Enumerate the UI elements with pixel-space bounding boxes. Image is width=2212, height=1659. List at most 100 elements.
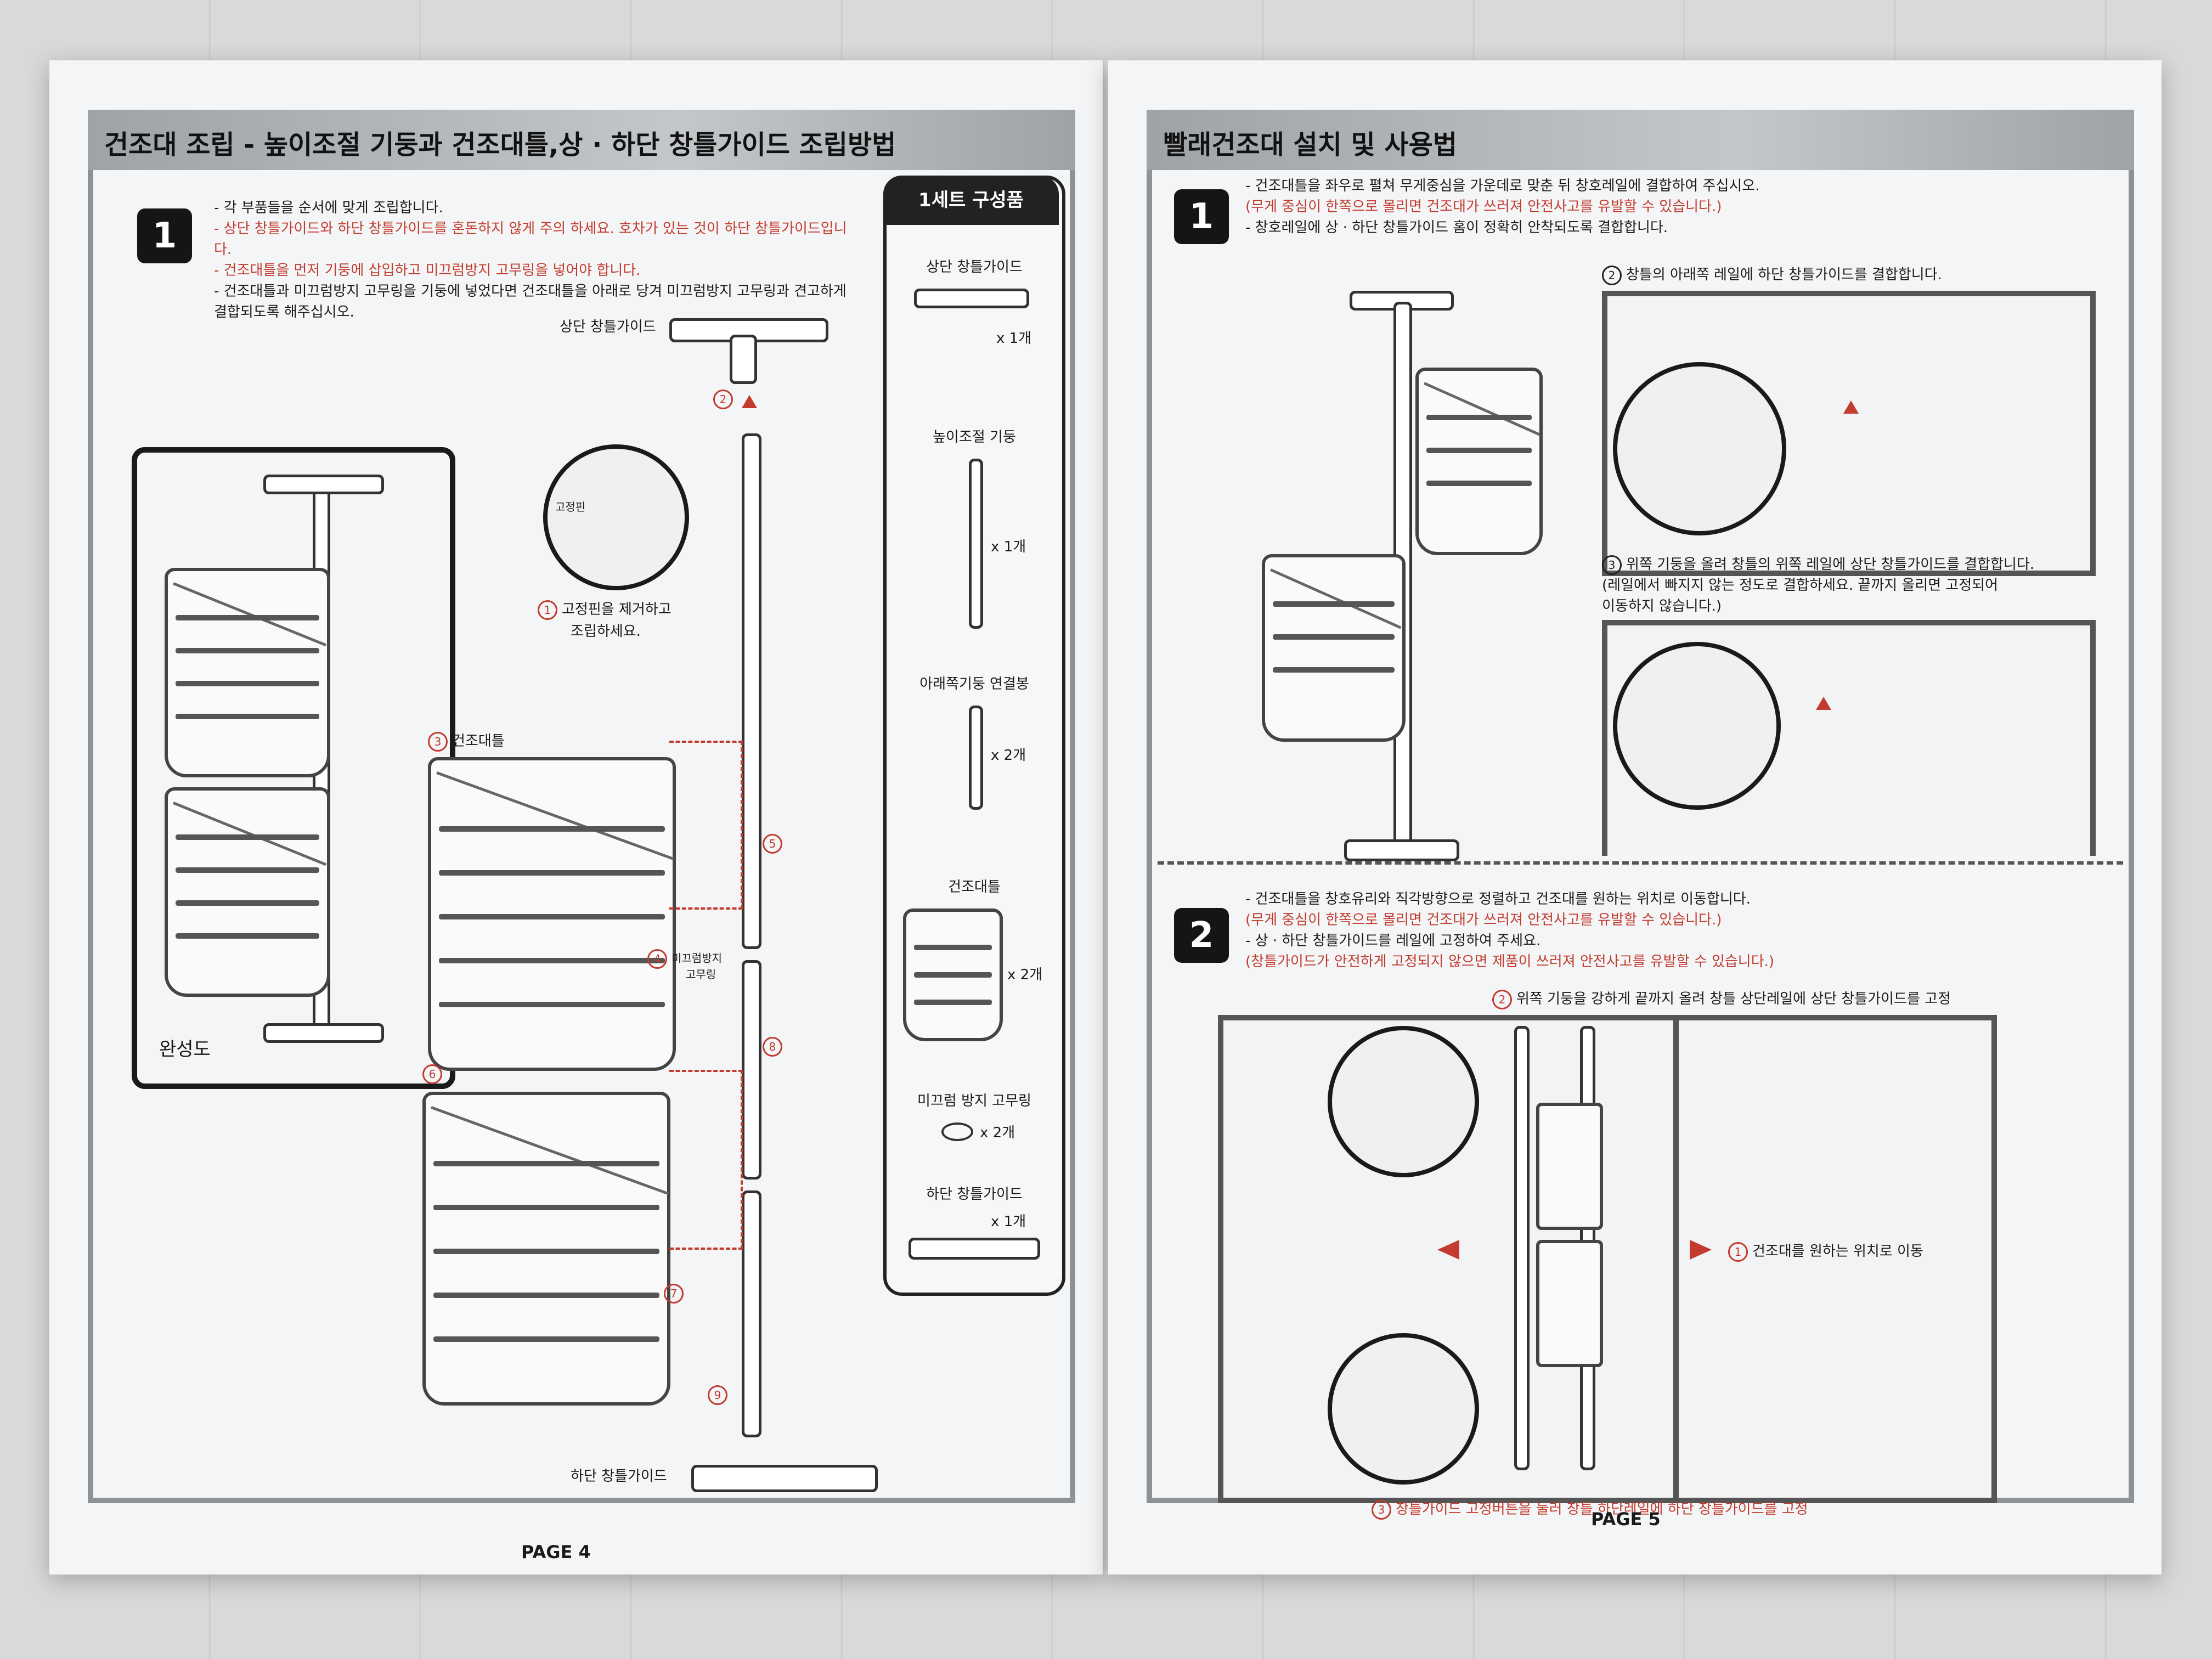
rack-illustration xyxy=(165,568,330,777)
rack-illustration xyxy=(1415,368,1543,555)
rod-icon xyxy=(969,706,983,810)
step-marker: 6 xyxy=(422,1064,447,1084)
step-marker: 5 xyxy=(763,834,787,854)
part-name: 미끄럼 방지 고무링 xyxy=(917,1093,1031,1109)
rack-cross-bar xyxy=(173,582,327,647)
adjustable-pole xyxy=(742,433,761,949)
parts-heading: 1세트 구성품 xyxy=(883,176,1059,225)
rack-slat xyxy=(176,900,319,906)
arrow-left-icon xyxy=(1437,1240,1459,1260)
part-qty: x 1개 xyxy=(991,539,1026,555)
rack-slat xyxy=(176,615,319,620)
rack-icon xyxy=(903,909,1003,1041)
page-header: 건조대 조립 - 높이조절 기둥과 건조대틀,상 · 하단 창틀가이드 조립방법 xyxy=(88,110,1075,170)
pin-instruction: 조립하세요. xyxy=(571,623,641,640)
rack-slat xyxy=(439,958,665,963)
rack-illustration xyxy=(428,757,676,1071)
rack-cross-bar xyxy=(1423,382,1541,436)
rack-slat xyxy=(439,826,665,832)
note-line: - 상단 창틀가이드와 하단 창틀가이드를 혼돈하지 않게 주의 하세요. 호차… xyxy=(214,221,847,258)
rack-slat xyxy=(176,834,319,840)
ring-label: 고무링 xyxy=(686,968,716,981)
step-badge: 2 xyxy=(1174,908,1229,963)
complete-label: 완성도 xyxy=(159,1039,211,1060)
part-qty: x 2개 xyxy=(980,1125,1015,1141)
note-line: - 건조대틀을 좌우로 펼쳐 무게중심을 가운데로 맞춘 뒤 창호레일에 결합하… xyxy=(1245,178,1760,194)
step-marker: 8 xyxy=(763,1037,787,1057)
rack-cross-bar xyxy=(436,771,675,861)
callout-line: (레일에서 빠지지 않는 정도로 결합하세요. 끝까지 올리면 고정되어 xyxy=(1602,577,1999,594)
rack-slat xyxy=(176,867,319,873)
upper-rail-zoom xyxy=(1613,642,1781,810)
pin-label: 고정핀 xyxy=(555,500,586,514)
note-line: - 건조대틀을 먼저 기둥에 삽입하고 미끄럼방지 고무링을 넣어야 합니다. xyxy=(214,262,641,279)
rack-slat xyxy=(433,1205,659,1210)
rack-slat xyxy=(176,714,319,719)
lower-guide-illustration xyxy=(1344,839,1459,861)
page-number: PAGE 5 xyxy=(1591,1509,1661,1530)
upper-guide-label: 상단 창틀가이드 xyxy=(560,319,656,335)
rack-slat xyxy=(1426,448,1532,453)
lower-connector-rod xyxy=(742,960,761,1180)
rack-slat xyxy=(439,914,665,919)
part-qty: x 1개 xyxy=(996,330,1032,347)
rack-illustration xyxy=(1536,1240,1603,1367)
rack-slat xyxy=(914,972,992,978)
section-divider xyxy=(1158,861,2123,865)
page-title: 빨래건조대 설치 및 사용법 xyxy=(1163,129,1457,160)
rack-slat xyxy=(433,1249,659,1254)
rack-slat xyxy=(433,1161,659,1166)
pole-illustration xyxy=(1514,1026,1530,1470)
rack-illustration xyxy=(1262,554,1406,742)
arrow-up-icon xyxy=(1843,400,1859,414)
step-marker: 7 xyxy=(664,1284,688,1304)
page-title: 건조대 조립 - 높이조절 기둥과 건조대틀,상 · 하단 창틀가이드 조립방법 xyxy=(104,129,896,160)
upper-guide-icon xyxy=(914,289,1029,308)
rack-slat xyxy=(439,1002,665,1007)
rack-illustration xyxy=(165,787,330,997)
note-line: - 각 부품들을 순서에 맞게 조립합니다. xyxy=(214,200,443,216)
upper-guide-zoom xyxy=(1328,1026,1479,1177)
lower-connector-rod xyxy=(742,1190,761,1437)
guide-socket xyxy=(730,335,757,384)
note-line: (무게 중심이 한쪽으로 몰리면 건조대가 쓰러져 안전사고를 유발할 수 있습… xyxy=(1245,199,1722,215)
part-name: 아래쪽기둥 연결봉 xyxy=(919,676,1029,692)
part-qty: x 2개 xyxy=(1007,967,1043,983)
step-notes: - 건조대틀을 창호유리와 직각방향으로 정렬하고 건조대를 원하는 위치로 이… xyxy=(1245,889,1959,972)
part-name: 높이조절 기둥 xyxy=(933,429,1016,445)
rack-cross-bar xyxy=(431,1106,669,1195)
page-number: PAGE 4 xyxy=(521,1542,591,1562)
lower-guide-illustration xyxy=(691,1465,878,1492)
rack-illustration xyxy=(422,1092,670,1406)
lower-guide-label: 하단 창틀가이드 xyxy=(571,1468,667,1485)
part-qty: x 2개 xyxy=(991,747,1026,764)
lower-rail-zoom xyxy=(1613,362,1786,535)
lower-guide-illustration xyxy=(263,1023,384,1043)
window-mullion xyxy=(1673,1020,1679,1498)
rack-slat xyxy=(176,681,319,686)
step-marker: 2 xyxy=(713,390,737,409)
note-line: (창틀가이드가 안전하게 고정되지 않으면 제품이 쓰러져 안전사고를 유발할 … xyxy=(1245,953,1775,970)
rack-slat xyxy=(1273,601,1395,607)
note-line: - 건조대틀과 미끄럼방지 고무링을 기둥에 넣었다면 건조대틀을 아래로 당겨… xyxy=(214,283,847,300)
note-line: - 상 · 하단 창틀가이드를 레일에 고정하여 주세요. xyxy=(1245,933,1541,949)
note-line: 결합되도록 해주십시오. xyxy=(214,304,354,320)
rack-slat xyxy=(433,1293,659,1298)
callout-line: 이동하지 않습니다.) xyxy=(1602,598,1722,614)
rack-slat xyxy=(1426,415,1532,420)
rack-slat xyxy=(439,870,665,876)
step-marker: 9 xyxy=(708,1385,732,1405)
rack-cross-bar xyxy=(1269,568,1402,629)
upper-guide-illustration xyxy=(263,475,384,494)
note-line: - 건조대틀을 창호유리와 직각방향으로 정렬하고 건조대를 원하는 위치로 이… xyxy=(1245,891,1751,907)
rack-slat xyxy=(1426,481,1532,486)
parts-list-box: 1세트 구성품 상단 창틀가이드 x 1개 높이조절 기둥 x 1개 아래쪽기둥… xyxy=(883,176,1065,1296)
lower-guide-icon xyxy=(909,1238,1040,1260)
arrow-up-icon xyxy=(1816,697,1831,710)
rack-slat xyxy=(176,933,319,939)
